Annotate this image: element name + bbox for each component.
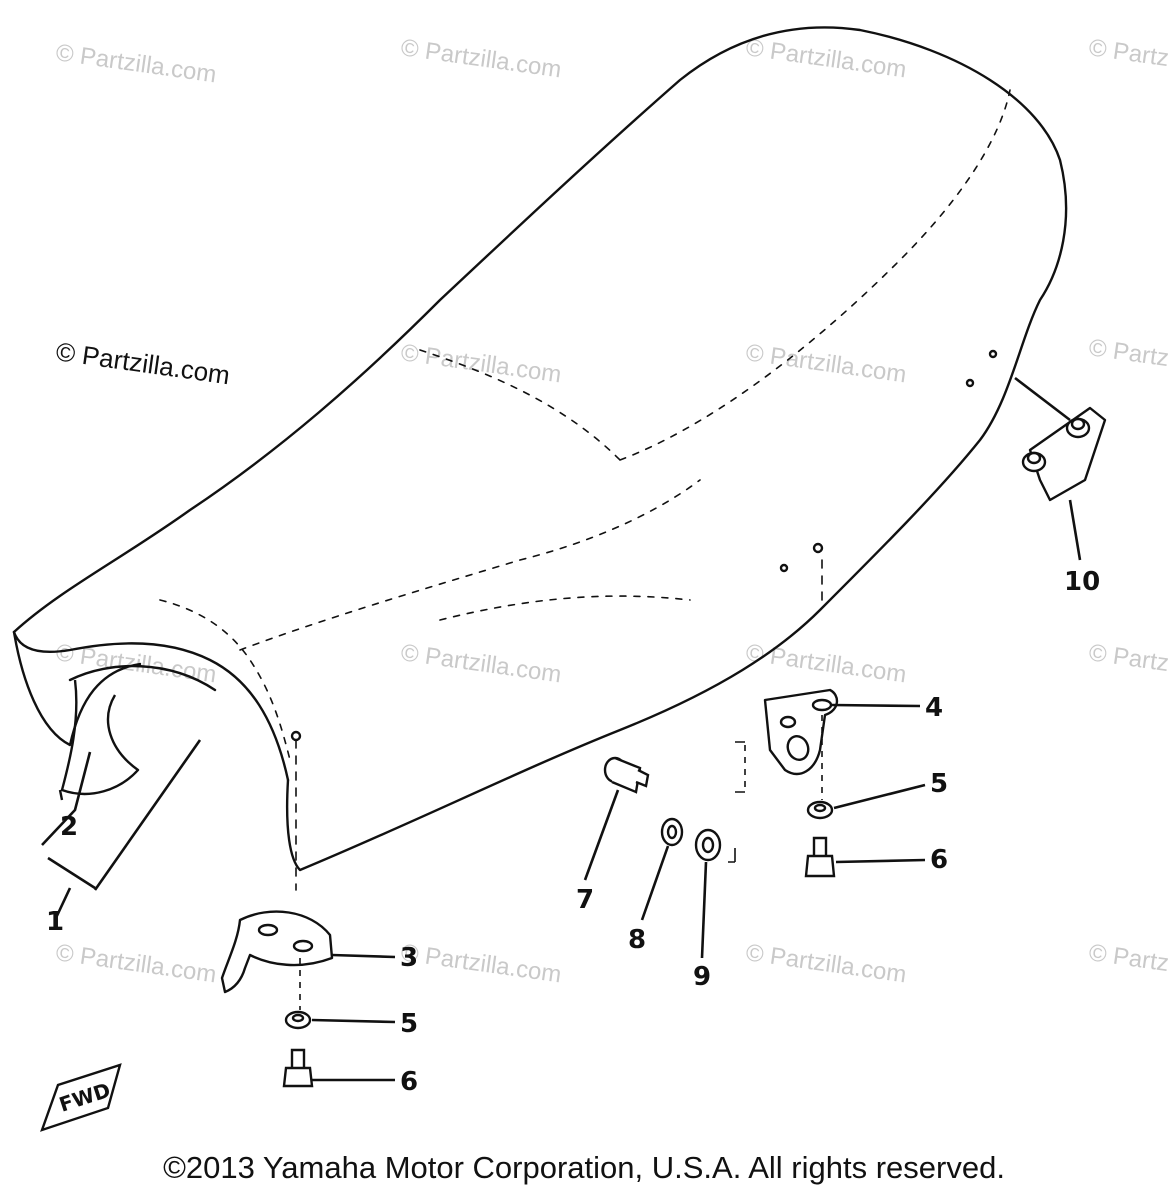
seat-hole — [812, 542, 824, 554]
leader-10 — [1068, 499, 1082, 561]
callout-6-front: 6 — [400, 1067, 418, 1097]
watermark: © Partzilla.com — [399, 34, 563, 83]
callout-8: 8 — [628, 925, 646, 955]
seat-hole — [290, 730, 302, 742]
callout-10: 10 — [1064, 567, 1100, 597]
leader-2 — [41, 751, 92, 846]
nut-front — [284, 1010, 312, 1030]
bolt-7 — [603, 756, 650, 794]
callout-5-rear: 5 — [930, 769, 948, 799]
watermark: © Partzilla.com — [1087, 639, 1168, 688]
callout-9: 9 — [693, 962, 711, 992]
leader-8 — [640, 845, 670, 921]
leader-6-rear — [835, 858, 926, 864]
seat-hole — [965, 378, 975, 388]
seat-assembly — [12, 26, 1068, 891]
leader-5-rear — [833, 783, 926, 810]
washer-8 — [660, 817, 684, 847]
seat-hidden-line — [419, 349, 621, 461]
watermark: © Partzilla.com — [399, 639, 563, 688]
leader-lines — [41, 739, 202, 921]
callout-3: 3 — [400, 943, 418, 973]
washer-9 — [694, 828, 736, 863]
nut-rear — [806, 800, 834, 820]
seat-hidden-line — [439, 595, 691, 621]
watermark-layer: © Partzilla.com © Partzilla.com © Partzi… — [54, 34, 1168, 988]
seat-outline — [12, 26, 1068, 872]
callout-1: 1 — [46, 907, 64, 937]
callout-7: 7 — [576, 885, 594, 915]
bracket-front — [220, 910, 334, 1010]
leader-9 — [700, 861, 708, 959]
callout-4: 4 — [925, 693, 943, 723]
seat-strap — [58, 679, 140, 801]
watermark: © Partzilla.com — [399, 939, 563, 988]
fwd-arrow-icon: FWD — [40, 1063, 122, 1132]
leader-4 — [831, 703, 921, 708]
leader-3 — [331, 953, 396, 959]
leader-10-top — [1014, 376, 1071, 422]
callout-6-rear: 6 — [930, 845, 948, 875]
seat-front-underside — [12, 630, 142, 747]
seat-pan-curve — [68, 664, 217, 692]
seat-hidden-line — [239, 479, 701, 651]
seat-hole — [988, 349, 998, 359]
leader-1 — [93, 739, 202, 891]
watermark: © Partzilla.com — [744, 34, 908, 83]
watermark: © Partzilla.com — [744, 939, 908, 988]
damper-plate-10 — [1021, 406, 1107, 502]
bracket-rear — [735, 688, 839, 800]
leader-1b — [47, 856, 96, 890]
bolt-rear — [804, 836, 836, 878]
watermark: © Partzilla.com — [54, 39, 218, 88]
watermark: © Partzilla.com — [54, 939, 218, 988]
seat-hidden-line — [159, 599, 291, 761]
watermark: © Partzilla.com — [399, 339, 563, 388]
copyright-notice: ©2013 Yamaha Motor Corporation, U.S.A. A… — [163, 1150, 1005, 1185]
watermark: © Partzilla.com — [1087, 34, 1168, 83]
watermark: © Partzilla.com — [744, 339, 908, 388]
leader-1c — [53, 887, 72, 921]
callout-5-front: 5 — [400, 1009, 418, 1039]
watermark-dark: © Partzilla.com — [54, 336, 232, 390]
bolt-front — [282, 1048, 314, 1088]
watermark: © Partzilla.com — [744, 639, 908, 688]
leader-7 — [583, 789, 620, 881]
leader-5-front — [311, 1018, 396, 1024]
seat-hole — [779, 563, 789, 573]
watermark: © Partzilla.com — [1087, 334, 1168, 383]
seat-hidden-line — [619, 89, 1011, 461]
callout-2: 2 — [60, 812, 78, 842]
watermark: © Partzilla.com — [1087, 939, 1168, 988]
seat-front-lip — [12, 630, 290, 782]
